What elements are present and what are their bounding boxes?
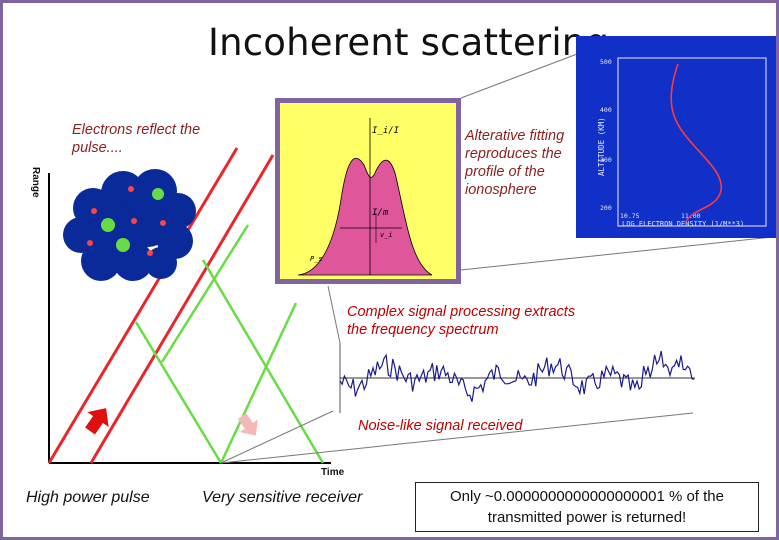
- profile-y-axis-label: ALTITUDE (KM): [597, 117, 606, 176]
- complex-signal-label: Complex signal processing extracts the f…: [347, 304, 576, 338]
- profile-x-tick-1: 10.75: [620, 212, 640, 220]
- connector-fit-to-profile-bottom: [460, 236, 774, 271]
- spectrum-top-label: I_i/I: [372, 126, 400, 136]
- high-power-pulse-caption: High power pulse: [26, 489, 150, 506]
- spectrum-corner-label: P_s: [310, 255, 323, 263]
- echo-line-4: [160, 224, 250, 363]
- profile-curve: [670, 63, 723, 223]
- pink-arrow-icon: [237, 413, 258, 436]
- power-note-line-2: transmitted power is returned!: [487, 509, 687, 526]
- echo-line-2: [219, 302, 298, 464]
- power-note-box: Only ~0.0000000000000000001 % of the tra…: [415, 482, 759, 532]
- profile-plot: ALTITUDE (KM) 500 400 300 200 10.75 11.0…: [597, 57, 767, 228]
- connector-receiver-to-signal-bottom: [220, 412, 694, 464]
- slide-title: Incoherent scattering.: [208, 21, 622, 64]
- electron-cloud-icon: [63, 169, 196, 281]
- spectrum-curve: [297, 158, 433, 276]
- power-note-line-1: Only ~0.0000000000000000001 % of the: [450, 488, 724, 505]
- range-time-diagram: [47, 47, 774, 464]
- ionosphere-profile-inset: ALTITUDE (KM) 500 400 300 200 10.75 11.0…: [576, 36, 776, 238]
- range-axis-label: Range: [30, 167, 41, 198]
- pulse-trailing-edge: [89, 154, 275, 464]
- noise-signal-trace: [339, 343, 695, 413]
- connector-receiver-to-signal-top: [220, 410, 334, 464]
- spectrum-fit-inset: I_i/I I/m v_i P_s: [275, 98, 461, 284]
- profile-x-axis-label: LOG ELECTRON DENSITY (1/M**3): [622, 220, 744, 228]
- profile-plot-frame: [617, 57, 767, 227]
- profile-y-tick-1: 500: [600, 58, 612, 66]
- alterative-fitting-label: Alterative fitting reproduces the profil…: [465, 128, 565, 198]
- spectrum-mid-label: I/m: [372, 208, 389, 218]
- sensitive-receiver-caption: Very sensitive receiver: [202, 489, 363, 506]
- profile-y-tick-4: 200: [600, 204, 612, 212]
- electrons-reflect-label: Electrons reflect the pulse....: [72, 122, 201, 156]
- profile-y-tick-2: 400: [600, 106, 612, 114]
- spectrum-side-label: v_i: [380, 231, 393, 239]
- spectrum-plot: I_i/I I/m v_i P_s: [297, 118, 433, 276]
- echo-line-3: [201, 259, 325, 464]
- connector-signal-to-fit: [327, 285, 341, 344]
- noise-signal-label: Noise-like signal received: [358, 418, 523, 434]
- echo-line-1: [134, 321, 223, 464]
- profile-y-tick-3: 300: [600, 156, 612, 164]
- red-arrow-icon: [85, 408, 109, 435]
- pulse-leading-edge: [47, 147, 239, 464]
- connector-fit-to-profile-top: [460, 47, 594, 99]
- time-axis-label: Time: [321, 467, 345, 478]
